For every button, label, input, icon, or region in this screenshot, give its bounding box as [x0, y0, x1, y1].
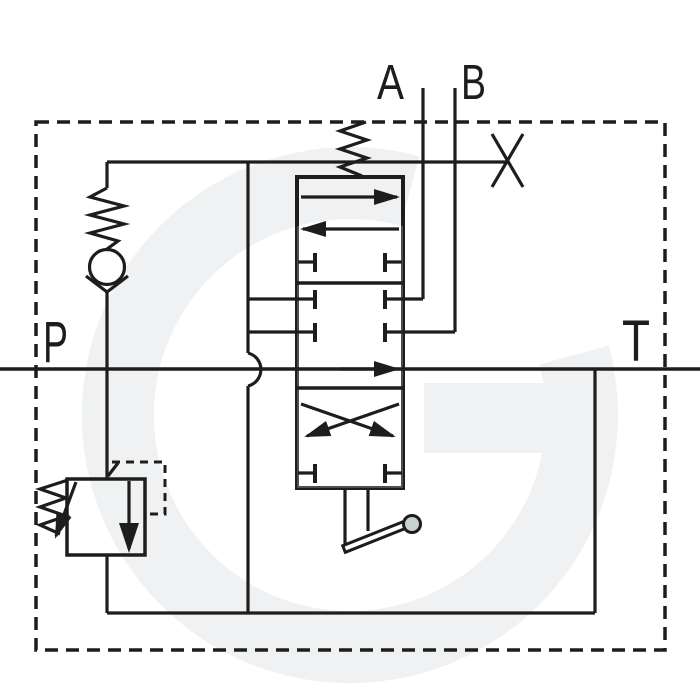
line-jump-arc	[247, 351, 263, 388]
manual-lever	[340, 490, 422, 555]
watermark-ring	[81, 147, 618, 684]
relief-pilot-dashed-line	[112, 460, 167, 516]
relief-adjust-arrow	[54, 481, 78, 539]
port-label-a: A	[377, 56, 404, 110]
port-label-p: P	[43, 310, 68, 375]
port-label-t: T	[622, 309, 650, 374]
x-stroke-2	[490, 133, 525, 188]
left-riser	[246, 162, 263, 613]
cross-arrow-1	[300, 402, 396, 438]
check-valve	[83, 162, 131, 479]
cross-arrow-2	[304, 402, 400, 438]
relief-adjust-spring-icon	[34, 478, 71, 536]
plugged-port-x-icon	[490, 133, 525, 188]
valve-spool-symbols	[248, 189, 455, 483]
pressure-relief-valve	[34, 460, 167, 557]
valve-return-spring-icon	[334, 120, 373, 178]
assembly-boundary-dashed-box	[34, 120, 667, 652]
watermark-g-bar	[424, 383, 588, 453]
check-valve-spring-icon	[83, 186, 131, 251]
valve-block-sheen	[297, 219, 403, 488]
lever-knob	[402, 514, 422, 534]
check-valve-ball	[87, 247, 127, 287]
relief-inlet-tick	[106, 462, 120, 477]
watermark-g-logo-icon	[81, 147, 618, 684]
port-label-b: B	[461, 56, 486, 110]
